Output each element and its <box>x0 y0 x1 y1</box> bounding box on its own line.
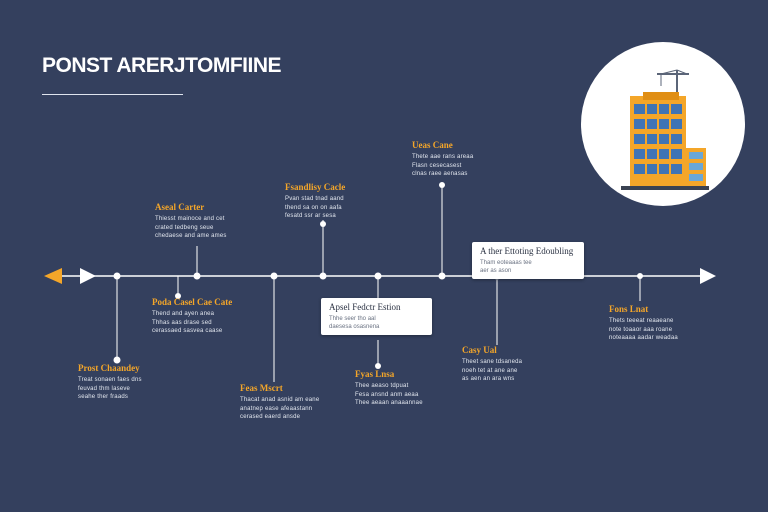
page-title: PONST ARERJTOMFIINE <box>42 54 282 77</box>
event-label: Aseal Carter <box>155 202 205 212</box>
event-label: Ueas Cane <box>412 140 453 150</box>
callout-box-2: A ther Ettoting Edoubling Tham eoteaaas … <box>472 242 584 279</box>
timeline-event-4: Feas Mscrt Thacat anad asnid am eane ana… <box>240 383 319 422</box>
timeline-event-6: Fyas Lnsa Thee aeaso tdpuat Fesa ansnd a… <box>355 369 423 408</box>
event-description: Thets teeeat reaaeane note toaaor aaa ro… <box>609 318 678 341</box>
event-description: Thacat anad asnid am eane anatnep ease a… <box>240 397 320 420</box>
timeline-end-arrow <box>700 268 716 284</box>
event-label: Feas Mscrt <box>240 383 283 393</box>
event-description: Thee aeaso tdpuat Fesa ansnd anm aeaa Th… <box>355 383 423 406</box>
callout-label: A ther Ettoting Edoubling <box>480 246 574 256</box>
event-label: Casy Ual <box>462 345 497 355</box>
timeline-event-5: Fsandlisy Cacle Pvan stad tnad aand then… <box>285 182 345 221</box>
event-description: Thend and ayen anea Thhas aas drase sed … <box>152 311 223 334</box>
event-label: Fons Lnat <box>609 304 649 314</box>
event-label: Poda Casel Cae Cate <box>152 297 233 307</box>
timeline-event-8: Casy Ual Theet sane tdsaneda noeh tet at… <box>462 345 522 384</box>
event-description: Treat sonaen faes dns feuvad thm laseve … <box>78 377 142 400</box>
callout-description: Tham eoteaaas tee aer as ason <box>480 260 532 274</box>
event-label: Fyas Lnsa <box>355 369 395 379</box>
timeline-event-2: Aseal Carter Thiesst mainoce and cet cra… <box>155 202 227 241</box>
timeline-start-arrow <box>44 268 62 284</box>
timeline-event-9: Fons Lnat Thets teeeat reaaeane note toa… <box>609 304 678 343</box>
timeline-event-7: Ueas Cane Thete aae rans areaa Flasn ces… <box>412 140 473 179</box>
event-description: Pvan stad tnad aand thend sa on on aafa … <box>285 196 344 219</box>
timeline-play-arrow <box>80 268 96 284</box>
event-description: Thiesst mainoce and cet crated tedbeng s… <box>155 216 227 239</box>
callout-description: Thhe seer tho aal daesesa osasnena <box>329 316 380 330</box>
event-description: Thete aae rans areaa Flasn cesecasest cl… <box>412 154 474 177</box>
callout-label: Apsel Fedctr Estion <box>329 302 401 312</box>
event-label: Fsandlisy Cacle <box>285 182 346 192</box>
callout-box-1: Apsel Fedctr Estion Thhe seer tho aal da… <box>321 298 432 335</box>
event-description: Theet sane tdsaneda noeh tet at ane ane … <box>462 359 523 382</box>
title-divider <box>42 94 183 95</box>
event-label: Prost Chaandey <box>78 363 140 373</box>
timeline-event-3: Poda Casel Cae Cate Thend and ayen anea … <box>152 297 232 336</box>
timeline-connectors <box>116 185 641 382</box>
timeline-event-1: Prost Chaandey Treat sonaen faes dns feu… <box>78 363 142 402</box>
building-under-construction-icon <box>581 42 745 206</box>
